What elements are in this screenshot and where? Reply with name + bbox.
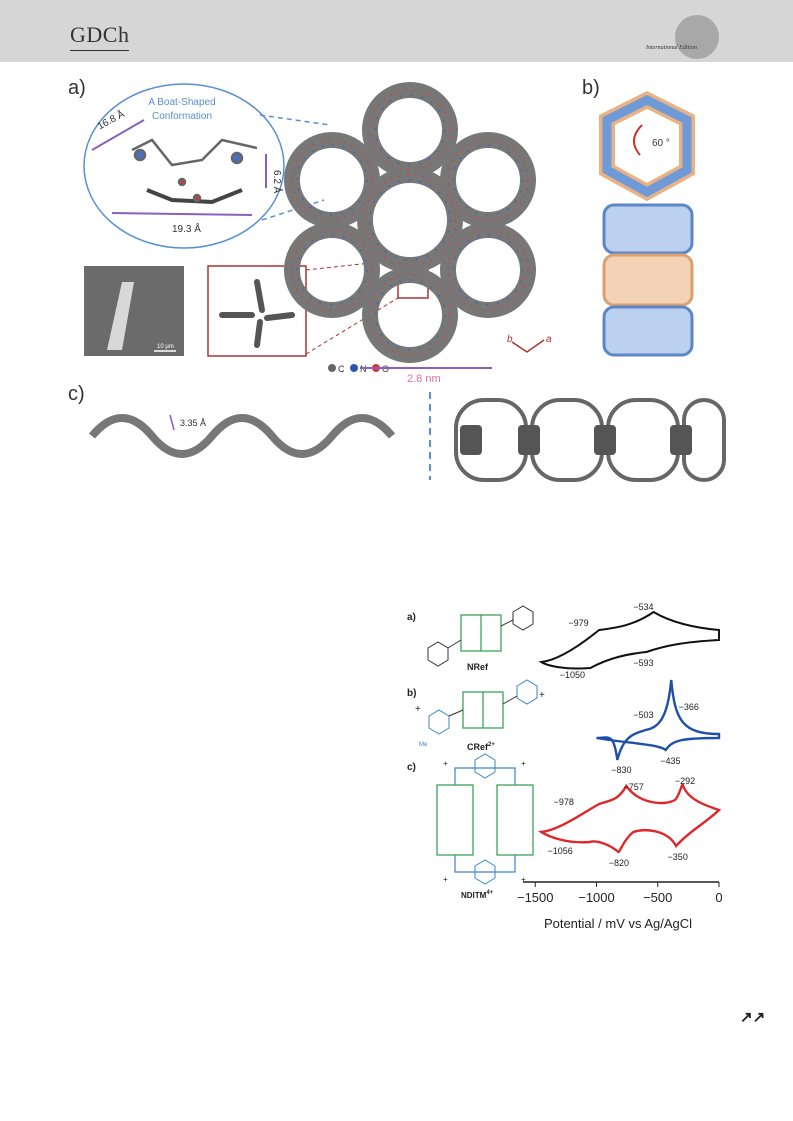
svg-text:+: + bbox=[539, 690, 545, 701]
continue-arrows: ↗↗ bbox=[740, 1009, 766, 1026]
cv-a-peak-label: −534 bbox=[633, 602, 653, 612]
cv-curve-2 bbox=[596, 679, 721, 761]
cv-curve-3 bbox=[537, 783, 722, 854]
edition-badge bbox=[675, 15, 719, 59]
cv-c-peak-label: −1056 bbox=[548, 846, 573, 856]
x-axis-label: Potential / mV vs Ag/AgCl bbox=[544, 916, 692, 931]
nref-label: NRef bbox=[467, 662, 489, 672]
scale-bar-label: 10 μm bbox=[157, 344, 174, 350]
nditm-label: NDITM4+ bbox=[461, 890, 494, 900]
cv-a-peak-label: −1050 bbox=[560, 670, 585, 680]
x-tick-label: 0 bbox=[715, 890, 722, 905]
panel-b-ring bbox=[599, 91, 695, 202]
edition-label: International Edition bbox=[646, 45, 697, 51]
boat-molecule bbox=[131, 138, 258, 205]
cref-structure bbox=[428, 679, 538, 735]
stacking-distance: 3.35 Å bbox=[180, 418, 206, 428]
angle-label: 60 ° bbox=[652, 138, 670, 149]
gdch-logo: GDCh bbox=[70, 22, 130, 51]
nditm-structure bbox=[436, 753, 534, 885]
cv-b-peak-label: −435 bbox=[660, 756, 680, 766]
cv-c-peak-label: −820 bbox=[609, 858, 629, 868]
fig2-panel-c: c) bbox=[407, 762, 416, 773]
panel-b-label: b) bbox=[582, 77, 600, 99]
cv-a-peak-label: −593 bbox=[633, 658, 653, 668]
cv-c-peak-label: −978 bbox=[554, 797, 574, 807]
dimension-6-2: 6.2 Å bbox=[271, 170, 284, 194]
cv-c-peak-label: −292 bbox=[675, 776, 695, 786]
legend-c: C bbox=[338, 364, 345, 374]
fig2-panel-a: a) bbox=[407, 612, 416, 623]
pore-size-label: 2.8 nm bbox=[407, 373, 441, 385]
x-tick-label: −1500 bbox=[517, 890, 554, 905]
panel-b-stack bbox=[602, 203, 694, 357]
callout-title-2: Conformation bbox=[152, 111, 212, 122]
svg-text:+: + bbox=[443, 875, 448, 884]
cv-b-peak-label: −366 bbox=[679, 702, 699, 712]
cv-a-peak-label: −979 bbox=[568, 618, 588, 628]
svg-text:+: + bbox=[415, 704, 421, 715]
x-tick-label: −500 bbox=[643, 890, 672, 905]
journal-header: GDCh International Edition bbox=[0, 0, 793, 62]
svg-text:+: + bbox=[521, 875, 526, 884]
panel-c-label: c) bbox=[68, 383, 85, 405]
figure-1-illustration: a) b) c) A Boat-Shaped Conformation 16.8… bbox=[68, 77, 726, 482]
x-tick-label: −1000 bbox=[578, 890, 615, 905]
legend-c-dot bbox=[328, 364, 336, 372]
cv-curve-1 bbox=[538, 610, 720, 670]
sem-image bbox=[84, 266, 184, 356]
cv-b-peak-label: −503 bbox=[633, 710, 653, 720]
figure-2-illustration: a) b) c) NRef + + Me CRef2+ bbox=[407, 602, 723, 931]
callout-ellipse bbox=[83, 83, 285, 249]
svg-text:+: + bbox=[521, 759, 526, 768]
axis-b-label: b bbox=[507, 334, 513, 345]
honeycomb-framework bbox=[284, 82, 536, 363]
cv-c-peak-label: −350 bbox=[668, 852, 688, 862]
figure-2: a) b) c) NRef + + Me CRef2+ bbox=[405, 600, 725, 940]
svg-text:+: + bbox=[443, 759, 448, 768]
panel-c-chain bbox=[88, 414, 396, 458]
nref-structure bbox=[427, 605, 534, 667]
callout-title-1: A Boat-Shaped bbox=[148, 97, 215, 108]
dimension-19-3: 19.3 Å bbox=[172, 222, 201, 235]
legend-n-dot bbox=[350, 364, 358, 372]
cref-label: CRef2+ bbox=[467, 742, 495, 752]
cv-c-peak-label: −757 bbox=[623, 782, 643, 792]
cv-b-peak-label: −830 bbox=[611, 765, 631, 775]
panel-a-label: a) bbox=[68, 77, 86, 99]
axis-a-label: a bbox=[546, 334, 552, 345]
figure-1: a) b) c) A Boat-Shaped Conformation 16.8… bbox=[62, 70, 732, 490]
fig2-panel-b: b) bbox=[407, 688, 416, 699]
me-label: Me bbox=[419, 742, 428, 748]
